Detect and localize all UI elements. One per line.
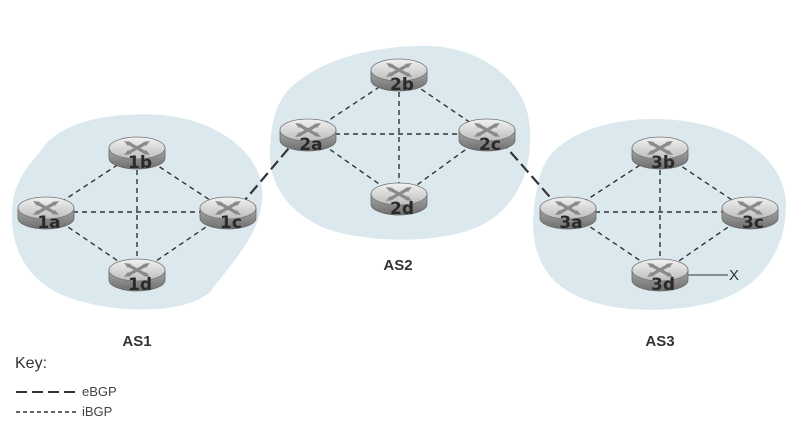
key-ebgp-label: eBGP [82,384,117,399]
svg-text:3d: 3d [651,275,675,295]
router-1a: 1a [16,195,76,233]
router-2a: 2a [278,117,338,155]
as1-label: AS1 [122,333,151,350]
router-2b: 2b [369,57,429,95]
router-2d: 2d [369,181,429,219]
svg-text:2a: 2a [299,135,322,155]
key-ibgp-label: iBGP [82,404,112,419]
router-3c: 3c [720,195,780,233]
router-2c: 2c [457,117,517,155]
svg-text:1c: 1c [220,213,242,233]
router-3d: 3d [630,257,690,295]
router-3b: 3b [630,135,690,173]
router-3a: 3a [538,195,598,233]
svg-text:3c: 3c [742,213,764,233]
svg-text:2c: 2c [479,135,501,155]
ebgp-link-2c-3a [499,139,557,205]
ebgp-links [239,139,557,207]
as2-label: AS2 [383,257,412,274]
svg-text:2d: 2d [390,199,414,219]
svg-text:1a: 1a [37,213,60,233]
svg-text:2b: 2b [390,75,414,95]
ebgp-link-1c-2a [239,141,295,207]
as2-region [269,45,531,240]
router-1d: 1d [107,257,167,295]
as3-region [533,119,786,310]
router-1b: 1b [107,135,167,173]
key-title: Key: [15,355,47,372]
destination-x-label: X [729,267,739,284]
svg-text:1d: 1d [128,275,152,295]
svg-text:1b: 1b [128,153,152,173]
router-1c: 1c [198,195,258,233]
svg-text:3b: 3b [651,153,675,173]
svg-text:3a: 3a [559,213,582,233]
as3-label: AS3 [645,333,674,350]
